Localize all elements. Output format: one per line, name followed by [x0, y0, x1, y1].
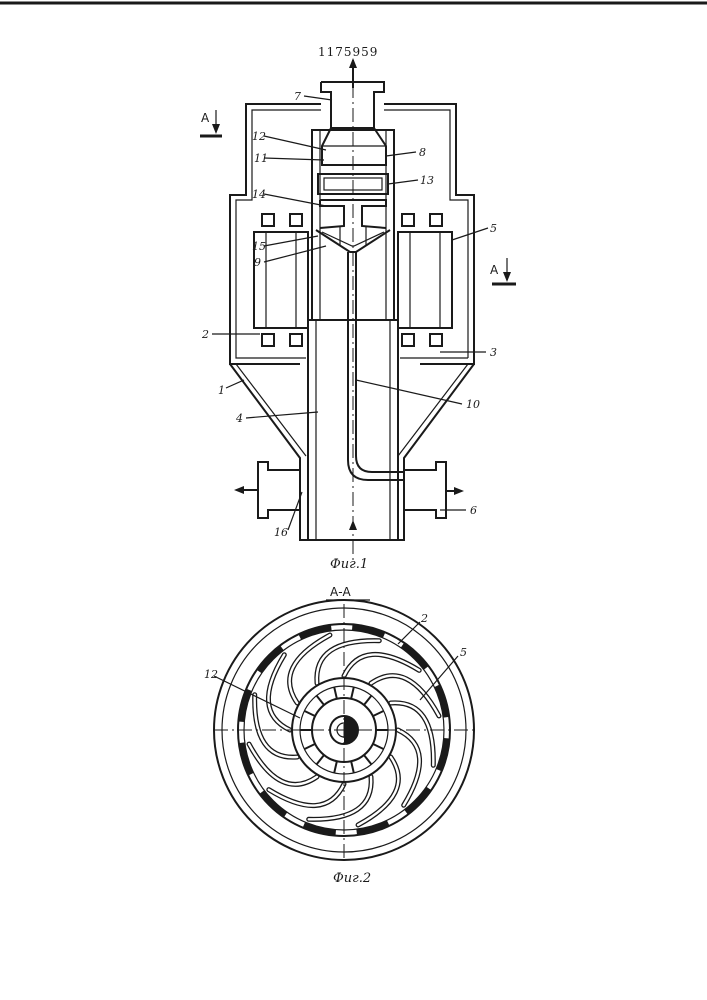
hub-spoke	[334, 761, 337, 773]
rotor-blade-hollow	[317, 641, 379, 684]
fig1-caption: Фиг.1	[330, 557, 368, 572]
leader-5	[452, 228, 488, 240]
rotor-blade-hollow	[344, 654, 419, 676]
rotor-blade-hollow	[269, 784, 344, 806]
section-mark-right-label: А	[490, 263, 499, 277]
leader-12	[264, 136, 326, 150]
leader-7	[304, 96, 332, 100]
fig1-section-view: А А 7 12 11 8 14 13 5 15 9 2 3 1 10	[200, 58, 516, 572]
label-4: 4	[235, 412, 243, 425]
rotor-blade	[290, 635, 330, 703]
rotor-blade-hollow	[255, 695, 298, 757]
left-outlet-nozzle	[258, 462, 300, 518]
distributor-top-left	[320, 200, 344, 228]
fig2-caption: Фиг.2	[333, 871, 371, 886]
label-12: 12	[252, 130, 266, 143]
fig2-leader-2	[398, 622, 420, 644]
flow-arrowhead-left	[234, 486, 244, 494]
rotor-blade	[358, 757, 398, 825]
hub-spoke	[317, 755, 324, 764]
label-10: 10	[466, 398, 480, 411]
flow-arrowhead-right	[454, 487, 464, 495]
rotor-tooth-l2	[290, 214, 302, 226]
rotor-blade	[371, 676, 439, 716]
rotor-blade	[391, 703, 434, 765]
leader-14	[264, 194, 326, 206]
fig2-section-view: А-А 2 5 12 Фиг.2	[204, 585, 476, 886]
label-16: 16	[274, 526, 288, 539]
leader-11	[264, 158, 324, 160]
rotor-blade	[317, 641, 379, 684]
rotor-blade	[249, 744, 317, 784]
label-7: 7	[294, 90, 301, 103]
leader-15	[264, 236, 318, 246]
fig2-label-2: 2	[420, 612, 428, 625]
central-tube-inner	[356, 252, 404, 472]
rotor-blade-hollow	[391, 703, 434, 765]
label-8: 8	[419, 146, 426, 159]
section-mark-left-head	[212, 124, 220, 134]
hub-spoke	[351, 687, 354, 699]
cone-left	[230, 364, 300, 490]
hub-spoke	[364, 696, 371, 705]
cone-left-inner	[236, 364, 306, 456]
leader-1	[226, 380, 244, 388]
label-6: 6	[470, 504, 477, 517]
flow-arrowhead-inlet	[349, 520, 357, 530]
leader-9	[264, 246, 326, 262]
fig2-label-5: 5	[460, 646, 467, 659]
leader-13	[388, 180, 418, 184]
section-mark-right-head	[503, 272, 511, 282]
hub-spoke	[364, 755, 371, 764]
rotor-block-right	[398, 232, 452, 328]
label-11: 11	[254, 152, 268, 165]
rotor-blade-hollow	[309, 777, 371, 820]
rotor-tooth-r3	[402, 334, 414, 346]
rotor-blade	[309, 777, 371, 820]
hub-spoke	[373, 744, 384, 749]
patent-number: 1175959	[318, 45, 378, 59]
flow-arrowhead-top	[349, 58, 357, 68]
label-15: 15	[252, 240, 266, 253]
label-2: 2	[201, 328, 209, 341]
label-14: 14	[252, 188, 266, 201]
rotor-blade-hollow	[268, 655, 290, 730]
hub-spoke	[304, 744, 315, 749]
cone-right-inner	[398, 364, 468, 456]
leader-8	[386, 152, 416, 156]
label-1: 1	[218, 384, 225, 397]
hub-spoke	[373, 711, 384, 716]
rotor-tooth-l4	[290, 334, 302, 346]
section-title: А-А	[330, 585, 352, 599]
hub-spoke	[304, 711, 315, 716]
right-outlet-nozzle	[404, 462, 446, 518]
label-3: 3	[490, 346, 497, 359]
rotor-blade-hollow	[398, 730, 420, 805]
label-9: 9	[254, 256, 261, 269]
rotor-tooth-r4	[430, 334, 442, 346]
section-mark-left-label: А	[201, 111, 210, 125]
cone-right	[404, 364, 474, 490]
label-13: 13	[420, 174, 434, 187]
rotor-tooth-l1	[262, 214, 274, 226]
rotor-blade	[255, 695, 298, 757]
fig2-label-12: 12	[204, 668, 218, 681]
rotor-tooth-r1	[402, 214, 414, 226]
rotor-tooth-r2	[430, 214, 442, 226]
hub-spoke	[351, 761, 354, 773]
hub-spoke	[334, 687, 337, 699]
label-5: 5	[490, 222, 497, 235]
hub-spoke	[317, 696, 324, 705]
rotor-tooth-l3	[262, 334, 274, 346]
